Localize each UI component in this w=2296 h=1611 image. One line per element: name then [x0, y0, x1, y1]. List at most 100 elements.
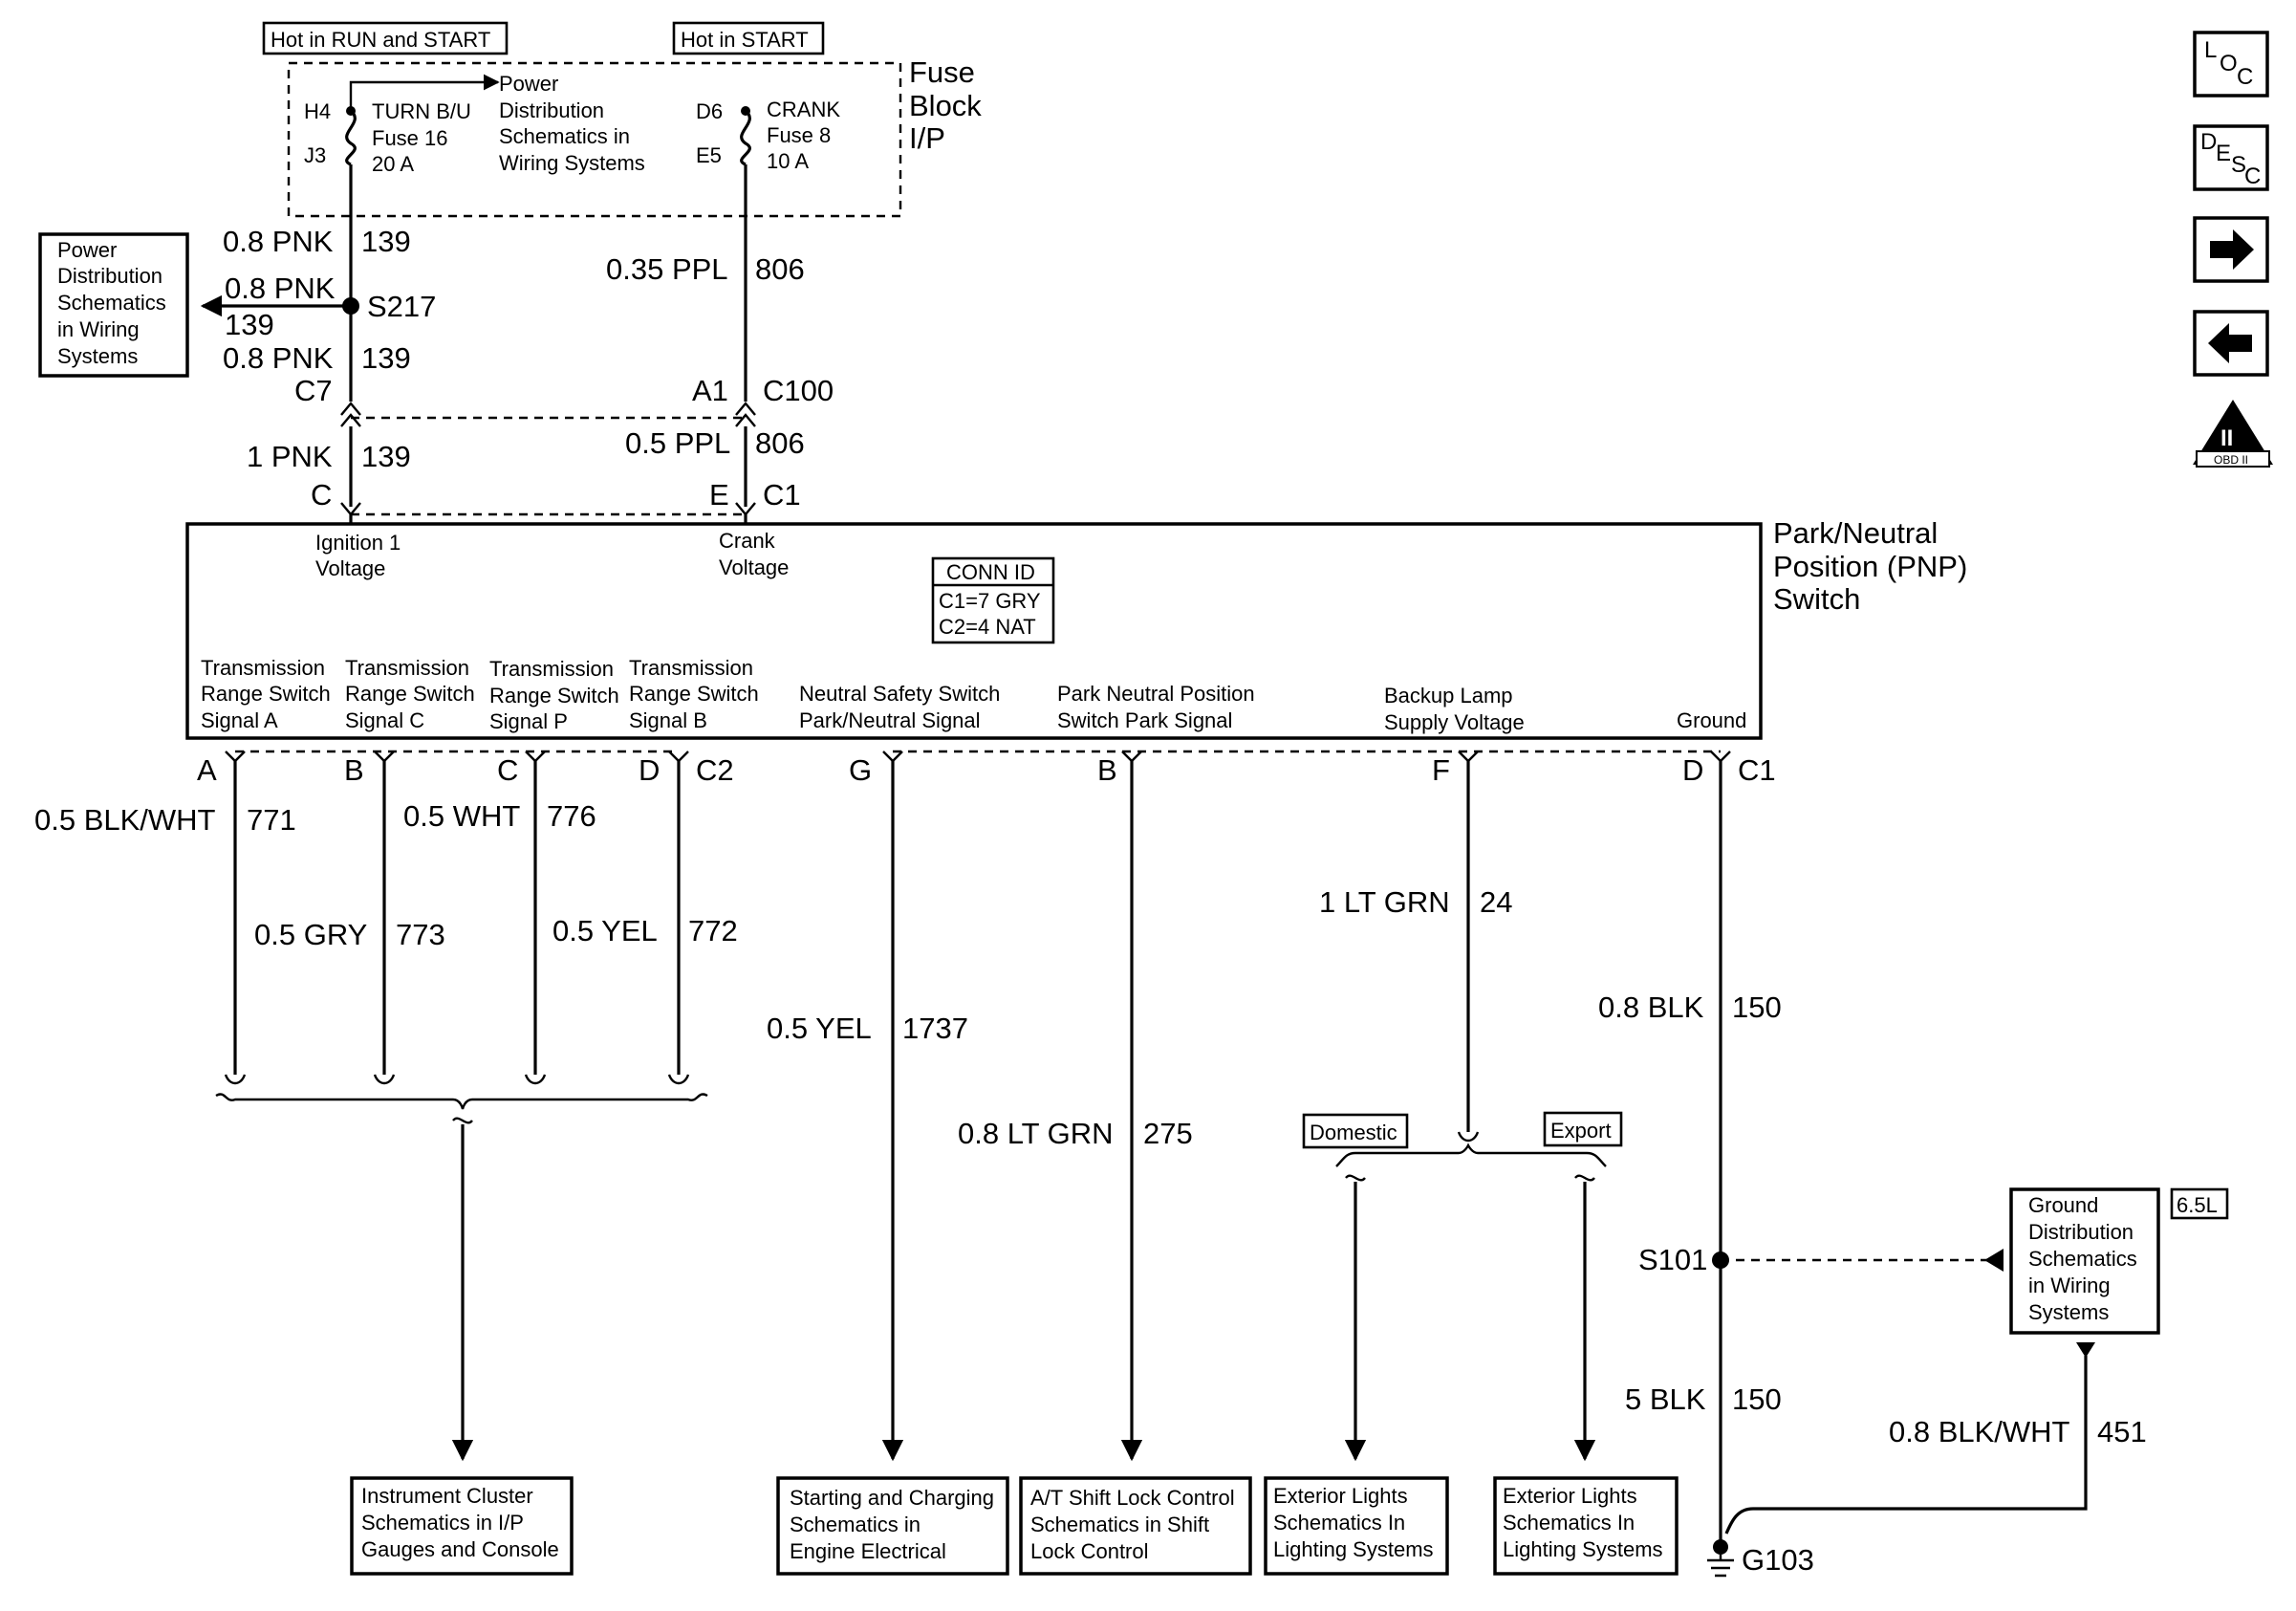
description-icon[interactable]: D E S C	[2193, 124, 2269, 191]
pin-f-symbol	[1458, 751, 1479, 763]
location-icon[interactable]: L O C	[2193, 31, 2269, 98]
wire-772-circuit: 772	[688, 914, 738, 947]
engine-option-box	[2170, 1187, 2229, 1220]
sc-line1: Starting and Charging	[790, 1486, 994, 1510]
fuse-power-dist-1: Power	[499, 72, 558, 96]
wire-150-circuit-2: 150	[1732, 1382, 1782, 1416]
pin-d-symbol	[668, 751, 689, 763]
exterior-lights-export-box[interactable]	[1493, 1476, 1679, 1576]
fuse-power-dist-3: Schematics in	[499, 124, 630, 148]
signal-a-2: Range Switch	[201, 682, 331, 706]
ground-distribution-box[interactable]	[2009, 1187, 2160, 1335]
crank-voltage-1: Crank	[719, 529, 776, 553]
lower-wiring: A B C D C2 G B F D C1 0.5 BLK/WHT 771 0.…	[34, 750, 2229, 1578]
arrow-right-icon[interactable]	[2193, 216, 2269, 283]
splice-s217-label: S217	[367, 290, 436, 323]
pin-g: G	[849, 753, 872, 787]
wire-275-size: 0.8 LT GRN	[958, 1117, 1114, 1150]
wire-771-size: 0.5 BLK/WHT	[34, 803, 216, 837]
engine-option-label: 6.5L	[2177, 1193, 2218, 1217]
fuse16-line3: 20 A	[372, 152, 414, 176]
wire-24-size: 1 LT GRN	[1319, 885, 1450, 919]
ignition-voltage-1: Ignition 1	[315, 531, 401, 555]
pnp-title-3: Switch	[1773, 582, 1860, 616]
wire-806-circuit-1: 806	[755, 252, 805, 286]
backup-lamp-1: Backup Lamp	[1384, 684, 1513, 708]
signal-b-1: Transmission	[629, 656, 753, 680]
arrow-left-icon[interactable]	[2193, 310, 2269, 377]
sc-line3: Engine Electrical	[790, 1539, 946, 1563]
ground-ref-line4: in Wiring	[2028, 1274, 2111, 1297]
wire-139-size-2: 0.8 PNK	[225, 272, 336, 305]
wire-771-circuit: 771	[247, 803, 296, 837]
pnp-switch: Park/Neutral Position (PNP) Switch Ignit…	[185, 516, 1967, 740]
fuse8-symbol	[740, 109, 751, 166]
at-line3: Lock Control	[1030, 1539, 1149, 1563]
ic-line2: Schematics in I/P	[361, 1511, 524, 1535]
hot-start-label-box	[672, 21, 825, 55]
domestic-box	[1302, 1113, 1409, 1149]
desc-letter-c: C	[2244, 163, 2261, 189]
harness-breaks	[224, 1074, 690, 1085]
ground-ref-arrow-icon	[2076, 1342, 2095, 1358]
wire-139-circuit-3: 139	[361, 341, 411, 375]
signal-c-3: Signal C	[345, 708, 424, 732]
connector-a1: A1	[692, 374, 728, 407]
connector-c7: C7	[294, 374, 333, 407]
wire-150-size-2: 5 BLK	[1625, 1382, 1706, 1416]
ground-ref-line2: Distribution	[2028, 1220, 2134, 1244]
fuse-block: Hot in RUN and START Hot in START Fuse B…	[262, 21, 982, 218]
conn-id-box	[931, 556, 1055, 644]
fuse-block-title-2: Block	[909, 89, 982, 122]
pin-d6: D6	[696, 99, 723, 123]
exterior-lights-domestic-box[interactable]	[1264, 1476, 1449, 1576]
pin-f: F	[1432, 753, 1450, 787]
ic-line1: Instrument Cluster	[361, 1484, 533, 1508]
crank-voltage-2: Voltage	[719, 555, 789, 579]
wire-150-size-1: 0.8 BLK	[1598, 991, 1704, 1024]
connector-c1-lower: C1	[1738, 753, 1776, 787]
ignition-voltage-2: Voltage	[315, 556, 385, 580]
wire-776-size: 0.5 WHT	[403, 799, 520, 833]
pin-a: A	[197, 753, 217, 787]
pin-c-top: C	[311, 478, 332, 512]
wire-139-size-4: 1 PNK	[247, 440, 333, 473]
signal-p-1: Transmission	[489, 657, 614, 681]
wire-776-circuit: 776	[547, 799, 596, 833]
left-ref-line4: in Wiring	[57, 317, 140, 341]
domestic-break	[1345, 1174, 1366, 1182]
wire-451	[1724, 1356, 2088, 1535]
ground-icon	[1707, 1555, 1734, 1578]
hot-start-label: Hot in START	[681, 28, 809, 52]
fuse8-line2: Fuse 8	[767, 123, 831, 147]
pin-d2: D	[1682, 753, 1703, 787]
signal-c-1: Transmission	[345, 656, 469, 680]
obd-ii-icon[interactable]: II OBD II	[2193, 400, 2273, 468]
pin-g-symbol	[882, 751, 903, 763]
nav-panel: L O C D E S C II OBD II	[2193, 31, 2273, 468]
wire-1737-circuit: 1737	[902, 1012, 968, 1045]
ext1-line3: Lighting Systems	[1273, 1537, 1434, 1561]
power-distribution-arrow	[349, 74, 500, 111]
left-power-distribution-box[interactable]	[38, 232, 189, 378]
ground-g103-label: G103	[1742, 1543, 1814, 1577]
destinations: Instrument Cluster Schematics in I/P Gau…	[350, 1476, 1679, 1576]
ground-ref-line3: Schematics	[2028, 1247, 2137, 1271]
loc-letter-o: O	[2220, 51, 2238, 76]
export-box	[1543, 1111, 1623, 1147]
conn-id-c1: C1=7 GRY	[939, 589, 1041, 613]
starting-charging-box[interactable]	[776, 1476, 1009, 1576]
export-label: Export	[1550, 1119, 1612, 1143]
left-ref-line1: Power	[57, 238, 117, 262]
fuse-power-dist-4: Wiring Systems	[499, 151, 645, 175]
at-shift-lock-box[interactable]	[1019, 1476, 1252, 1576]
loc-letter-l: L	[2204, 37, 2217, 63]
fuse-block-title-1: Fuse	[909, 55, 975, 89]
conn-id-c2: C2=4 NAT	[939, 615, 1036, 639]
instrument-cluster-box[interactable]	[350, 1476, 574, 1576]
wire-275-circuit: 275	[1143, 1117, 1193, 1150]
wire-139-size-3: 0.8 PNK	[223, 341, 334, 375]
wire-24-circuit: 24	[1480, 885, 1512, 919]
pin-j3: J3	[304, 143, 326, 167]
